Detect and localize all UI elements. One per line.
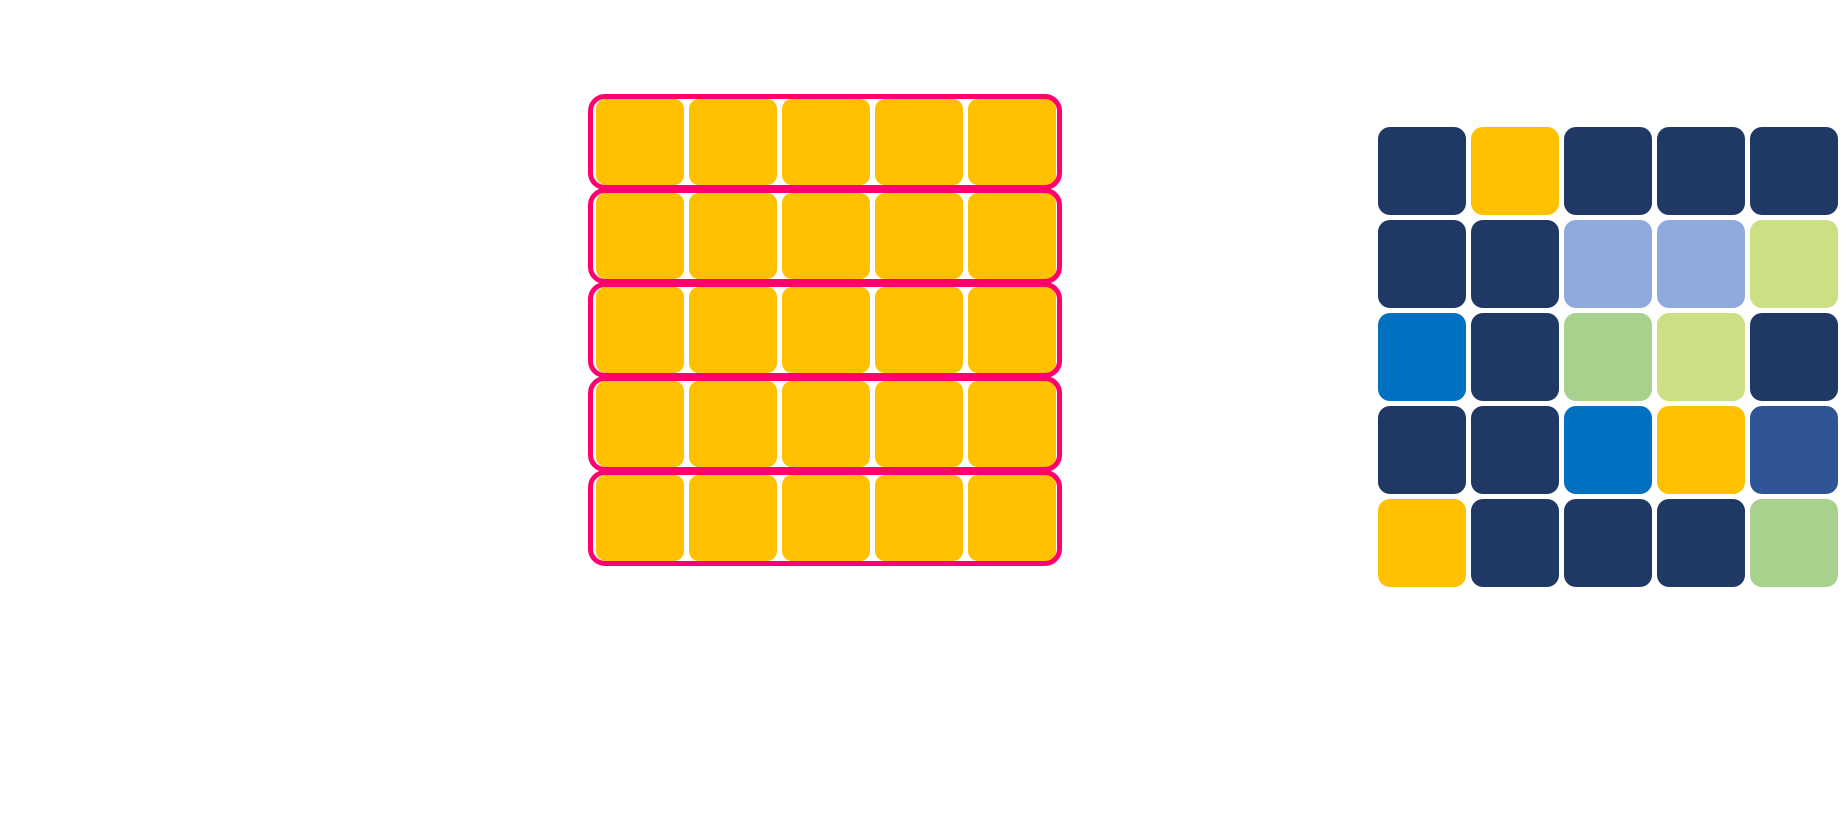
left-tile (968, 99, 1056, 185)
left-tile (875, 193, 963, 279)
left-tile (689, 287, 777, 373)
right-tile (1750, 220, 1838, 308)
right-tile (1657, 127, 1745, 215)
left-tile (596, 381, 684, 467)
right-tile (1750, 127, 1838, 215)
right-tile (1378, 127, 1466, 215)
left-tile (968, 193, 1056, 279)
right-tile (1750, 406, 1838, 494)
left-tile (782, 287, 870, 373)
left-tile (689, 193, 777, 279)
left-tile (782, 475, 870, 561)
left-tile (875, 287, 963, 373)
left-tile-grid (588, 94, 1062, 566)
left-tile (968, 287, 1056, 373)
left-tile (689, 99, 777, 185)
right-tile (1378, 406, 1466, 494)
right-tile (1378, 499, 1466, 587)
right-tile (1657, 313, 1745, 401)
right-tile (1471, 127, 1559, 215)
left-tile (689, 381, 777, 467)
left-tile (596, 287, 684, 373)
right-tile (1471, 499, 1559, 587)
left-tile (596, 475, 684, 561)
row-outline (588, 94, 1062, 190)
left-tile (596, 193, 684, 279)
left-tile (782, 99, 870, 185)
left-tile (968, 381, 1056, 467)
right-tile (1564, 127, 1652, 215)
row-outline (588, 470, 1062, 566)
right-tile (1657, 406, 1745, 494)
row-outline (588, 188, 1062, 284)
row-outline (588, 376, 1062, 472)
row-outline (588, 282, 1062, 378)
left-tile (875, 475, 963, 561)
right-tile (1564, 313, 1652, 401)
right-tile (1378, 313, 1466, 401)
right-tile (1471, 406, 1559, 494)
left-tile (782, 193, 870, 279)
left-tile (782, 381, 870, 467)
right-tile (1471, 313, 1559, 401)
left-tile (596, 99, 684, 185)
left-tile (875, 99, 963, 185)
right-tile (1564, 220, 1652, 308)
right-tile (1378, 220, 1466, 308)
right-tile (1564, 499, 1652, 587)
right-tile (1657, 220, 1745, 308)
right-tile (1750, 313, 1838, 401)
left-tile (689, 475, 777, 561)
right-tile (1471, 220, 1559, 308)
right-tile (1750, 499, 1838, 587)
right-tile (1564, 406, 1652, 494)
right-tile-grid (1378, 127, 1844, 593)
right-tile (1657, 499, 1745, 587)
left-tile (968, 475, 1056, 561)
left-tile (875, 381, 963, 467)
